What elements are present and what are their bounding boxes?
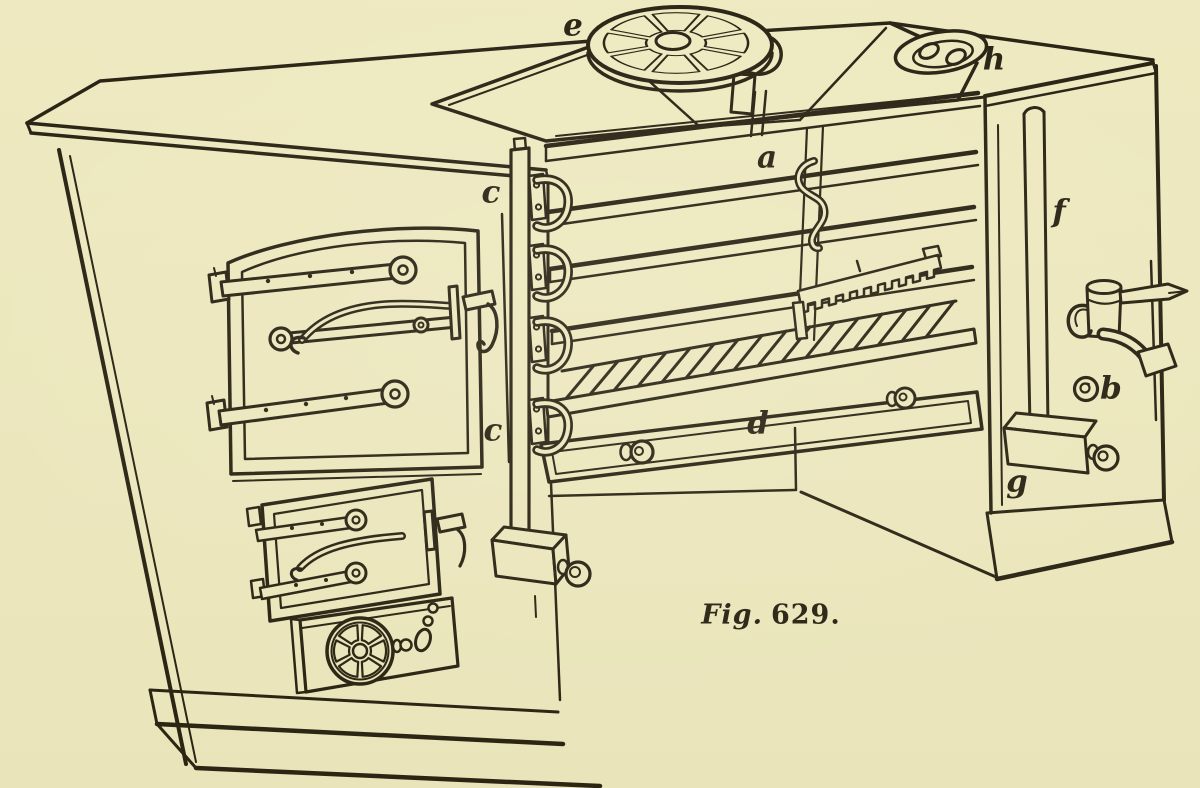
upper-oven-door (205, 211, 523, 476)
part-label-a: a (756, 139, 778, 176)
drawer-knob-right (885, 386, 917, 410)
water-tap (1066, 259, 1189, 422)
post-hook-2 (527, 242, 573, 303)
screw-plug-b (1072, 375, 1100, 403)
part-label-h: h (982, 41, 1006, 78)
post-hook-3 (527, 314, 573, 375)
post-base-box (490, 525, 592, 618)
dripping-pan-drawer (539, 386, 984, 484)
drawer-knob-left (619, 439, 655, 465)
post-hook-4 (527, 396, 573, 457)
part-label-g: g (1006, 463, 1028, 500)
hook-rack-post (490, 136, 592, 618)
figure-caption: Fig.629. (701, 600, 840, 631)
spout-foot (1136, 342, 1178, 378)
lower-top-strap (254, 508, 368, 543)
back-edge (888, 21, 1155, 102)
figure-caption-number: 629. (770, 599, 841, 631)
tap-lever (1118, 282, 1189, 305)
figure-caption-prefix: Fig. (701, 599, 763, 631)
floor-lines (547, 426, 998, 579)
lower-door-handle (289, 532, 406, 582)
lower-door-latch (422, 509, 467, 568)
part-label-c-upper: c (481, 174, 501, 211)
door-handle (268, 299, 459, 355)
table-top (25, 38, 606, 181)
lower-oven-door (245, 477, 467, 623)
top-damper-wheel (586, 5, 783, 116)
ratchet-rack (796, 244, 943, 315)
vent-ring (414, 627, 432, 653)
post-hook-1 (527, 172, 573, 233)
tap-ear (1066, 303, 1093, 339)
gauge-cock-box (1002, 411, 1120, 475)
part-label-e: e (563, 7, 583, 44)
gridiron-shelf (544, 299, 978, 419)
part-label-d: d (747, 405, 769, 442)
right-pier-panel (983, 61, 1175, 582)
part-label-c-lower: c (483, 412, 503, 449)
ash-damper-wheel (289, 596, 460, 695)
lower-bottom-strap (258, 561, 368, 601)
part-label-b: b (1100, 370, 1122, 407)
door-latch (447, 284, 499, 354)
steam-vent-oval (893, 29, 989, 75)
water-gauge-tube (1022, 106, 1050, 429)
bottom-hinge-strap (205, 379, 410, 432)
hook-a (794, 157, 829, 253)
part-label-f: f (1052, 193, 1066, 230)
top-hinge-strap (207, 255, 418, 304)
